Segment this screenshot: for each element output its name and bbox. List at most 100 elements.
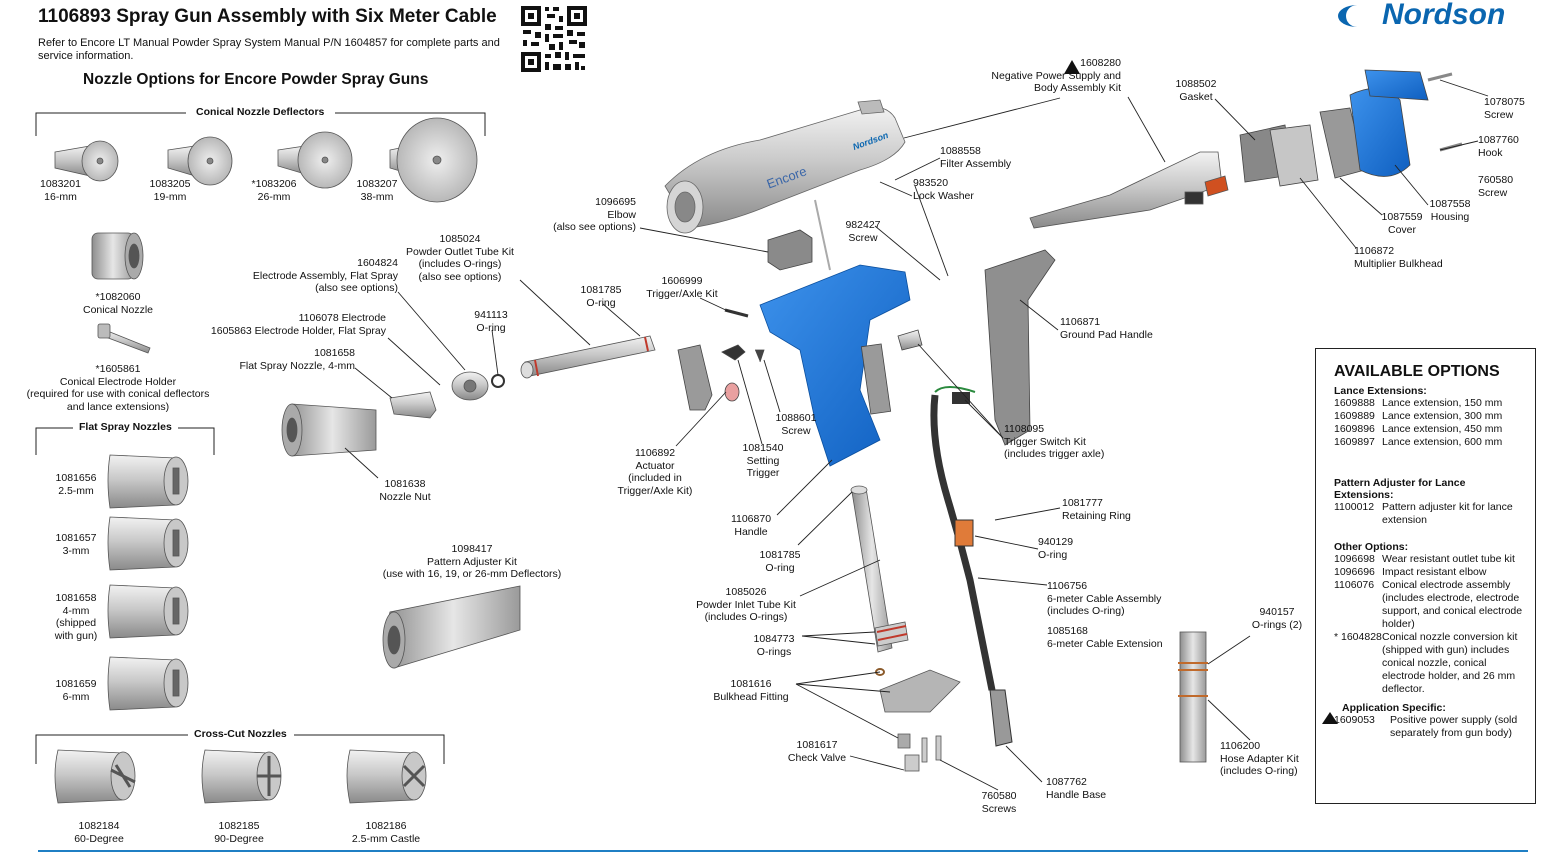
option-row: 1609897 Lance extension, 600 mm — [1334, 436, 1527, 449]
option-description: Lance extension, 450 mm — [1382, 423, 1503, 435]
pattern-title: Pattern Adjuster for Lance Extensions: — [1334, 477, 1466, 501]
option-part-number: 1609897 — [1334, 436, 1375, 448]
option-part-number: 1609888 — [1334, 397, 1375, 409]
application-triangle-icon — [1322, 712, 1338, 724]
option-part-number: * 1604828 — [1334, 631, 1382, 643]
elbow-part — [767, 229, 813, 271]
options-heading: AVAILABLE OPTIONS — [1334, 363, 1500, 380]
flat-spray-nozzle-parts — [107, 454, 189, 711]
flat-spray-title: Flat Spray Nozzles — [73, 421, 178, 433]
option-part-number: 1096696 — [1334, 566, 1375, 578]
option-row: 1609888 Lance extension, 150 mm — [1334, 397, 1527, 410]
option-description: Lance extension, 300 mm — [1382, 410, 1503, 422]
available-options-panel: AVAILABLE OPTIONS Lance Extensions: 1609… — [1315, 348, 1536, 804]
nozzle-options-heading: Nozzle Options for Encore Powder Spray G… — [83, 71, 429, 88]
hose-adapter-part — [1178, 631, 1208, 763]
option-part-number: 1100012 — [1334, 501, 1375, 513]
front-assembly-parts — [281, 335, 656, 457]
gun-body-part — [664, 99, 906, 271]
cross-cut-nozzle-parts — [54, 749, 427, 804]
option-description: Impact resistant elbow — [1382, 566, 1487, 578]
conical-nozzle-part — [91, 232, 151, 354]
option-description: Pattern adjuster kit for lance extension — [1382, 501, 1513, 526]
conical-deflector-parts — [54, 117, 478, 203]
inlet-tube-parts — [850, 485, 961, 772]
multiplier-parts — [1239, 69, 1463, 187]
option-description: Conical nozzle conversion kit (shipped w… — [1382, 631, 1518, 695]
option-description: Lance extension, 150 mm — [1382, 397, 1503, 409]
lance-title: Lance Extensions: — [1334, 385, 1427, 397]
cross-cut-title: Cross-Cut Nozzles — [188, 728, 293, 740]
nordson-logo: Nordson — [1338, 0, 1505, 32]
pattern-adjuster-part — [382, 585, 521, 669]
trigger-switch-part — [860, 329, 923, 415]
reference-note: Refer to Encore LT Manual Powder Spray S… — [38, 37, 500, 62]
option-description: Lance extension, 600 mm — [1382, 436, 1503, 448]
nordson-logo-text: Nordson — [1382, 0, 1506, 31]
ground-pad-part — [984, 249, 1056, 446]
option-row: 1100012 Pattern adjuster kit for lance ex… — [1334, 501, 1527, 527]
app-title: Application Specific: — [1342, 702, 1446, 714]
warning-triangle-icon — [1064, 60, 1080, 74]
leader-lines — [344, 79, 1489, 791]
page-title: 1106893 Spray Gun Assembly with Six Mete… — [38, 6, 497, 27]
option-description: Wear resistant outlet tube kit — [1382, 553, 1515, 565]
option-part-number: 1609053 — [1334, 714, 1375, 726]
qr-code-icon[interactable] — [519, 4, 589, 74]
power-supply-part — [1029, 151, 1229, 229]
